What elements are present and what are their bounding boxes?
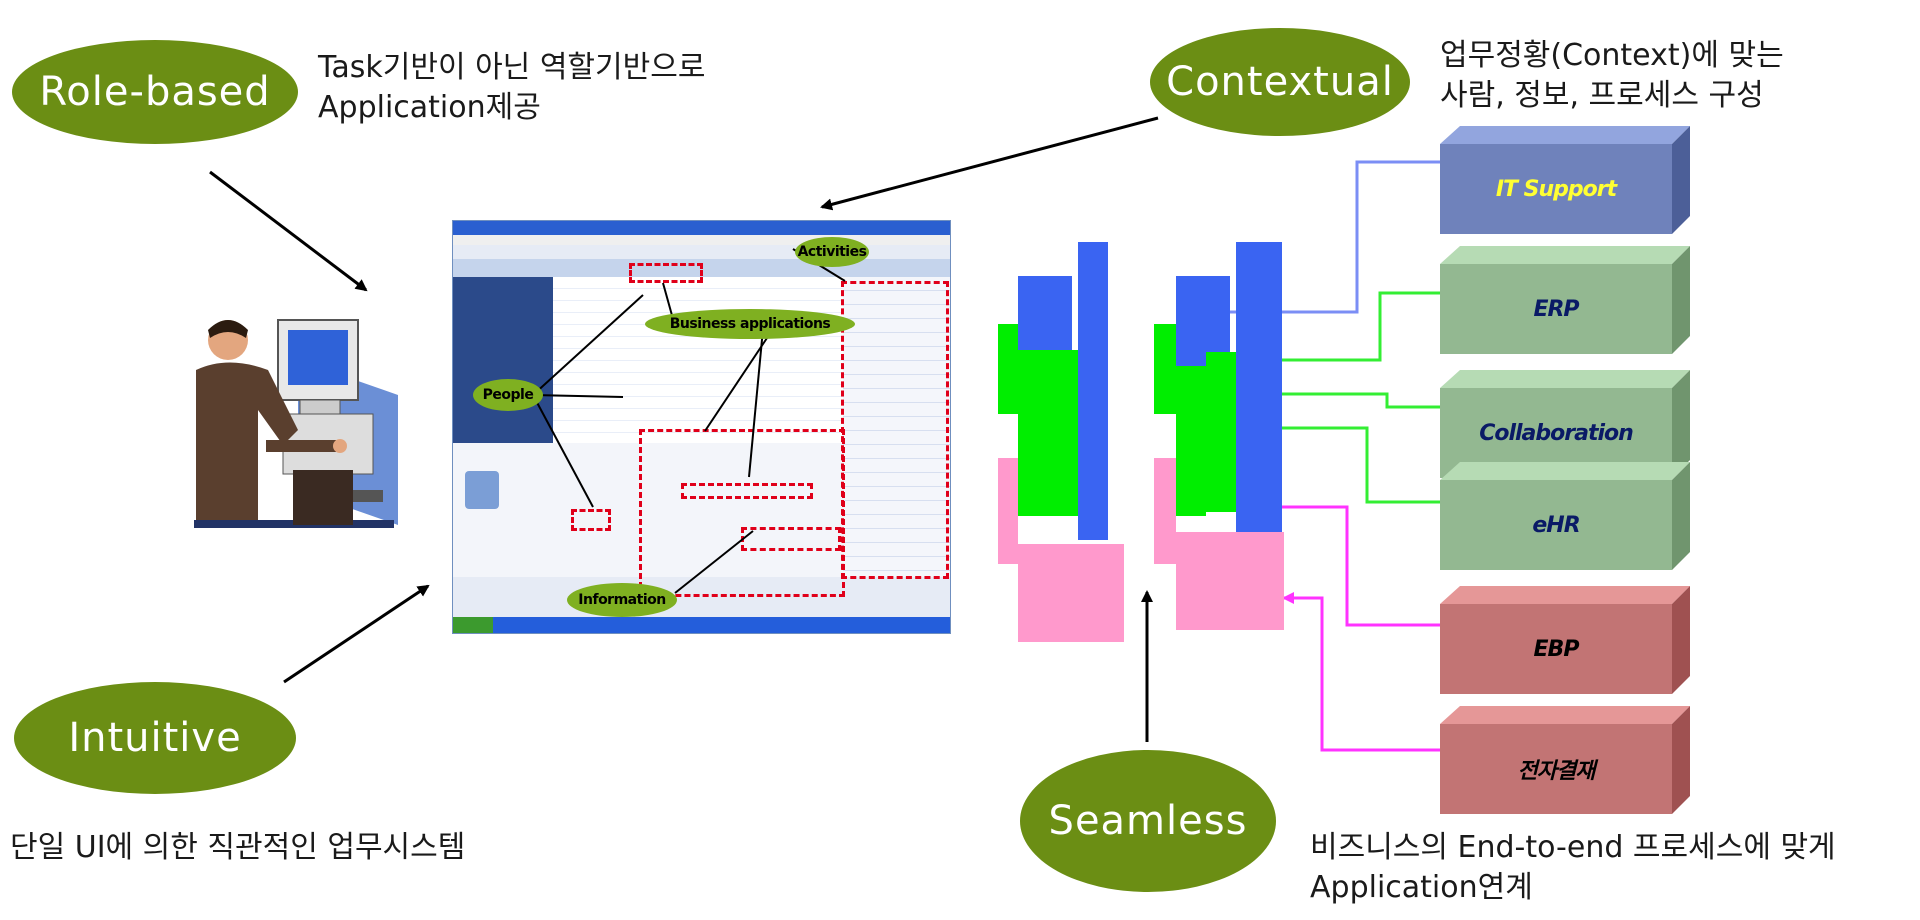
contact-photo [465,471,499,509]
system-box-label: IT Support [1440,144,1672,234]
system-box: Collaboration [1440,370,1690,478]
role-based-label: Role-based [39,69,271,115]
seamless-label: Seamless [1048,798,1248,844]
right-pane [843,277,950,577]
system-box-side-face [1672,586,1690,694]
start-button [453,617,493,633]
system-box-top-face [1440,126,1690,144]
block-pink-left-big [1018,544,1124,642]
system-box-label: 전자결재 [1440,724,1672,814]
seamless-caption-line-2: Application연계 [1310,870,1533,905]
intuitive-caption: 단일 UI에 의한 직관적인 업무시스템 [10,830,466,865]
block-pink-right-thin [1154,458,1176,564]
block-green-right-c [1206,352,1236,512]
system-box-label: ERP [1440,264,1672,354]
account-list [553,277,843,443]
role-based-caption: Task기반이 아닌 역할기반으로 Application제공 [318,48,705,128]
connector-approval [1282,592,1447,752]
arrow-contextual-to-screen [820,116,1159,211]
screenshot-callout-lines [532,248,846,594]
context-caption-line-2: 사람, 정보, 프로세스 구성 [1440,78,1764,113]
people-tag: People [473,379,543,411]
block-green-left-a [998,324,1018,414]
block-blue-left-tall [1078,242,1108,540]
system-box: EBP [1440,586,1690,694]
system-box-side-face [1672,126,1690,234]
system-box-side-face [1672,706,1690,814]
arrow-intuitive-to-screen [283,584,430,684]
intuitive-label: Intuitive [68,715,242,761]
seamless-caption-line-1: 비즈니스의 End-to-end 프로세스에 맞게 [1310,830,1836,865]
connector-it-support [1228,160,1447,314]
portal-screenshot: Activities Business applications People … [452,220,951,634]
system-box-top-face [1440,370,1690,388]
role-based-oval: Role-based [12,40,298,144]
activities-tag: Activities [795,237,869,267]
information-tag: Information [567,583,677,617]
highlight-contact [571,509,611,531]
taskbar [453,617,950,633]
system-box-side-face [1672,370,1690,478]
block-blue-right-tall [1236,242,1282,540]
highlight-tabs-row [681,483,813,499]
connector-ebp [1270,505,1447,627]
role-caption-line-1: Task기반이 아닌 역할기반으로 [318,50,706,85]
system-box: ERP [1440,246,1690,354]
context-caption-line-1: 업무정황(Context)에 맞는 [1440,38,1784,73]
contextual-label: Contextual [1166,59,1394,105]
system-box-top-face [1440,706,1690,724]
window-titlebar [453,221,950,235]
system-box: 전자결재 [1440,706,1690,814]
block-green-right-b [1176,366,1206,516]
system-box-top-face [1440,462,1690,480]
block-green-left-c [1040,352,1078,388]
system-box-label: eHR [1440,480,1672,570]
system-box: eHR [1440,462,1690,570]
window-menubar [453,235,950,245]
connector-ehr [1270,426,1447,504]
system-box-side-face [1672,462,1690,570]
status-bar [453,577,950,617]
system-box-top-face [1440,586,1690,604]
contextual-caption: 업무정황(Context)에 맞는 사람, 정보, 프로세스 구성 [1440,36,1784,116]
contextual-oval: Contextual [1150,28,1410,136]
system-box-label: EBP [1440,604,1672,694]
system-box: IT Support [1440,126,1690,234]
business-applications-tag: Business applications [645,309,855,339]
seamless-oval: Seamless [1020,750,1276,892]
seamless-caption: 비즈니스의 End-to-end 프로세스에 맞게 Application연계 [1310,828,1836,908]
intuitive-oval: Intuitive [14,682,296,794]
role-caption-line-2: Application제공 [318,90,541,125]
left-pane [453,277,553,443]
user-at-computer-illustration [194,319,398,528]
detail-pane [453,443,843,577]
block-pink-right-big [1176,532,1284,630]
system-box-top-face [1440,246,1690,264]
highlight-tab [629,263,703,283]
block-green-right-a [1154,324,1176,414]
system-box-side-face [1672,246,1690,354]
connector-erp [1270,291,1447,362]
arrow-role-to-user [209,170,368,292]
highlight-business-apps [639,429,845,597]
block-pink-left-thin [998,458,1018,564]
connector-collaboration [1270,392,1447,409]
